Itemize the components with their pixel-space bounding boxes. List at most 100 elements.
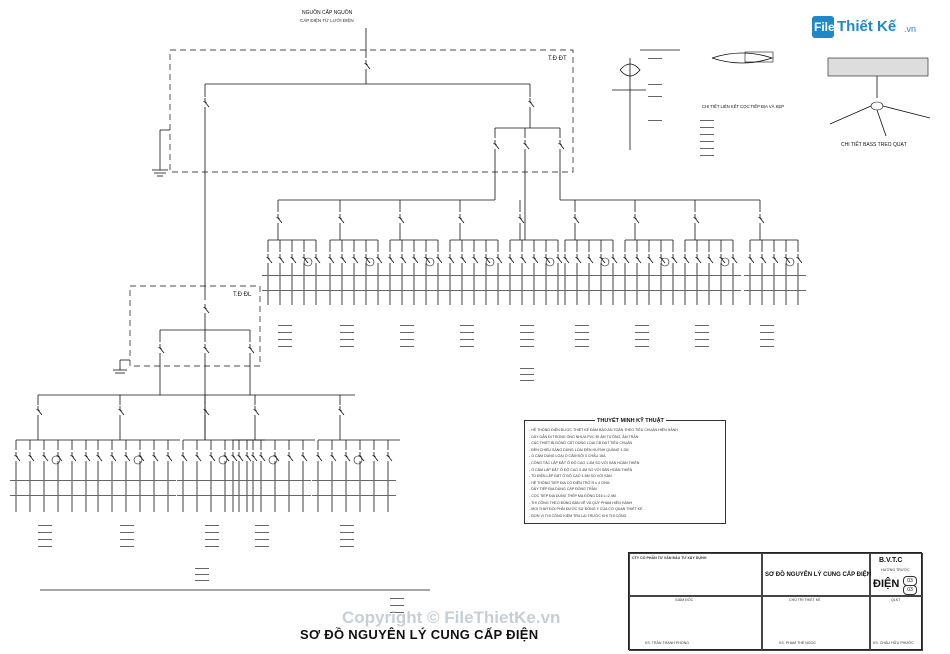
label-stroke (643, 275, 657, 276)
label-stroke (66, 480, 80, 481)
label-stroke (269, 495, 283, 496)
label-stroke (492, 290, 506, 291)
breaker-tick (683, 257, 687, 259)
breaker-contact (377, 257, 383, 264)
breaker-tick (460, 257, 464, 259)
detail-ground-caption: CHI TIẾT LIÊN KẾT CỌC TIẾP ĐỊA VÀ KẸP (702, 104, 784, 109)
label-stroke (528, 290, 542, 291)
label-stroke (780, 290, 794, 291)
label-stroke (134, 480, 148, 481)
breaker-contact (260, 455, 266, 462)
breaker-tick (166, 455, 170, 457)
breaker-tick (203, 347, 207, 349)
breaker-tick (259, 455, 263, 457)
label-stroke (575, 332, 589, 333)
tb-role1: GIÁM ĐỐC (675, 598, 694, 602)
breaker-contact (291, 257, 297, 264)
label-stroke (384, 290, 398, 291)
breaker-contact (773, 257, 779, 264)
label-stroke (595, 290, 609, 291)
meter-icon (720, 257, 730, 267)
breaker-contact (494, 143, 500, 150)
breaker-contact (238, 455, 244, 462)
label-stroke (400, 332, 414, 333)
notes-line: - CÁC THIẾT BỊ ĐÓNG CẮT DÙNG LOẠI CB ĐẠT… (529, 441, 633, 446)
label-stroke (468, 275, 482, 276)
label-stroke (583, 275, 597, 276)
notes-title: THUYẾT MINH KỸ THUẬT (595, 418, 666, 424)
breaker-contact (574, 217, 580, 224)
notes-line: - MỌI THAY ĐỔI PHẢI ĐƯỢC SỰ ĐỒNG Ý CỦA C… (529, 507, 643, 512)
label-stroke (10, 480, 24, 481)
breaker-tick (647, 257, 651, 259)
breaker-tick (287, 455, 291, 457)
breaker-contact (425, 257, 431, 264)
meter-icon (425, 257, 435, 267)
label-stroke (520, 332, 534, 333)
breaker-contact (279, 257, 285, 264)
breaker-contact (254, 409, 260, 416)
label-stroke (619, 290, 633, 291)
breaker-contact (365, 257, 371, 264)
label-stroke (241, 495, 255, 496)
label-stroke (38, 539, 52, 540)
breaker-contact (519, 217, 525, 224)
label-stroke (310, 290, 324, 291)
breaker-contact (339, 409, 345, 416)
tb-company: CTY CỔ PHẦN TƯ VẤN ĐẦU TƯ XÂY DỰNG (632, 556, 707, 560)
breaker-contact (204, 307, 210, 314)
label-stroke (340, 332, 354, 333)
meter-icon (485, 257, 495, 267)
label-stroke (468, 290, 482, 291)
breaker-contact (413, 257, 419, 264)
breaker-tick (14, 455, 18, 457)
label-stroke (635, 325, 649, 326)
breaker-contact (303, 257, 309, 264)
tb-stage-cell (869, 553, 923, 597)
label-stroke (504, 290, 518, 291)
label-stroke (679, 290, 693, 291)
label-stroke (460, 325, 474, 326)
label-stroke (520, 374, 534, 375)
breaker-tick (328, 257, 332, 259)
breaker-tick (748, 257, 752, 259)
label-stroke (120, 532, 134, 533)
breaker-contact (759, 217, 765, 224)
label-stroke (241, 480, 255, 481)
breaker-contact (159, 347, 165, 354)
label-stroke (340, 539, 354, 540)
label-stroke (340, 495, 354, 496)
label-stroke (262, 275, 276, 276)
breaker-tick (496, 257, 500, 259)
label-stroke (106, 495, 120, 496)
label-stroke (372, 275, 386, 276)
label-stroke (528, 275, 542, 276)
label-stroke (691, 290, 705, 291)
label-stroke (760, 325, 774, 326)
breaker-contact (708, 257, 714, 264)
label-stroke (700, 141, 714, 142)
breaker-tick (276, 217, 280, 219)
label-stroke (635, 346, 649, 347)
breaker-contact (485, 257, 491, 264)
breaker-tick (364, 63, 368, 65)
label-stroke (219, 480, 233, 481)
label-stroke (326, 480, 340, 481)
breaker-tick (70, 455, 74, 457)
label-stroke (326, 495, 340, 496)
breaker-tick (138, 455, 142, 457)
label-stroke (648, 58, 662, 59)
breaker-contact (459, 217, 465, 224)
breaker-contact (672, 257, 678, 264)
title-block: CTY CỔ PHẦN TƯ VẤN ĐẦU TƯ XÂY DỰNG SƠ ĐỒ… (628, 552, 923, 651)
breaker-contact (204, 347, 210, 354)
label-stroke (540, 290, 554, 291)
label-stroke (120, 480, 134, 481)
notes-line: - DÂY TIẾP ĐỊA DÙNG CÁP ĐỒNG TRẦN (529, 487, 597, 492)
label-stroke (432, 290, 446, 291)
breaker-contact (267, 257, 273, 264)
breaker-contact (315, 257, 321, 264)
breaker-tick (398, 217, 402, 219)
meter-icon (303, 257, 313, 267)
